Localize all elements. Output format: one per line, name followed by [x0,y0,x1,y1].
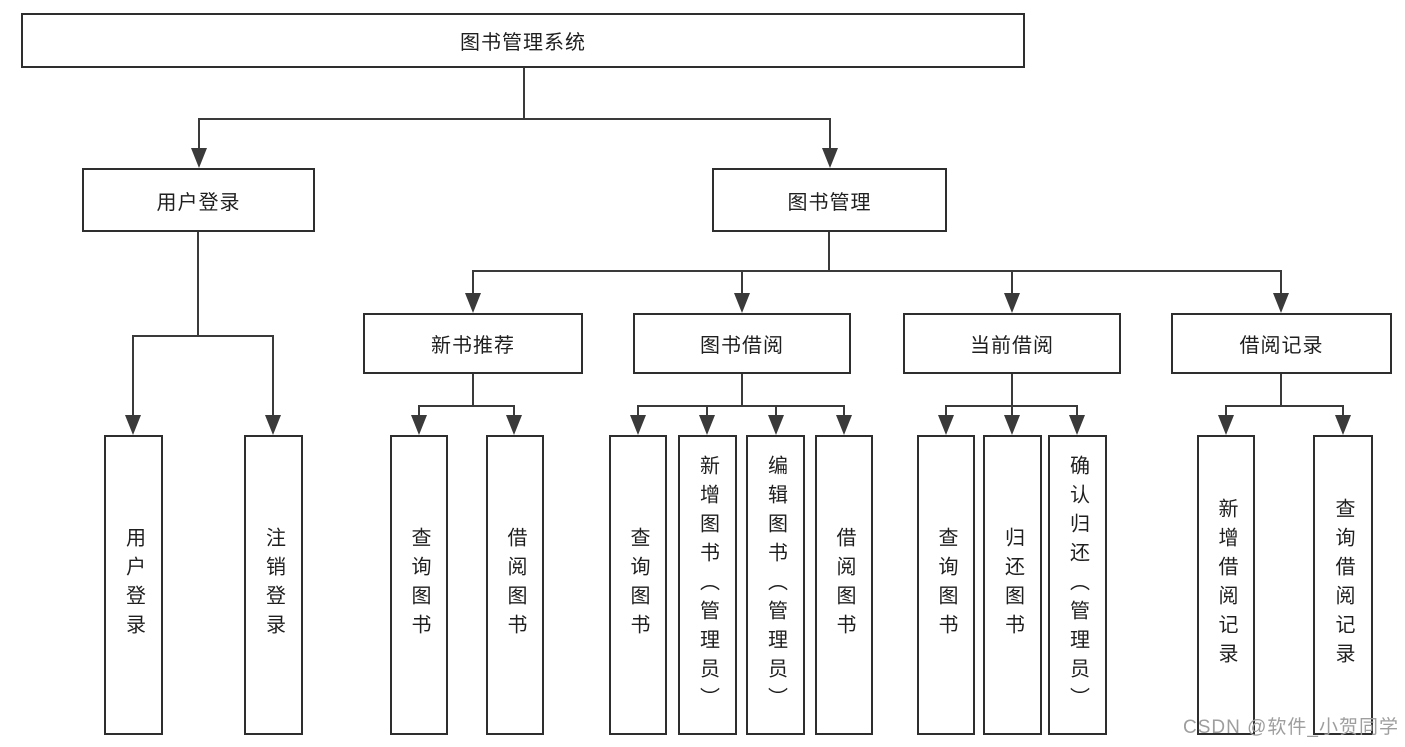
connector-line [472,270,474,295]
csdn-watermark: CSDN @软件_小贺同学 [1183,717,1399,738]
connector-line [132,335,134,417]
node-current-borrow-label: 当前借阅 [970,335,1054,357]
leaf-cb-return-book: 归还图书 [983,435,1042,735]
arrowhead-down-icon [822,148,838,168]
node-root-label: 图书管理系统 [460,32,586,54]
leaf-nbr-query-book-label: 查询图书 [408,527,430,643]
arrowhead-down-icon [938,415,954,435]
leaf-nbr-borrow-book-label: 借阅图书 [504,527,526,643]
arrowhead-down-icon [265,415,281,435]
leaf-bb-add-book-admin: 新增图书（管理员） [678,435,737,735]
connector-line [272,335,274,417]
leaf-br-query-record: 查询借阅记录 [1313,435,1373,735]
arrowhead-down-icon [125,415,141,435]
arrowhead-down-icon [1273,293,1289,313]
node-root: 图书管理系统 [21,13,1025,68]
connector-line [637,405,639,417]
connector-line [418,405,420,417]
arrowhead-down-icon [699,415,715,435]
connector-line [1342,405,1344,417]
connector-line [1011,405,1013,417]
leaf-nbr-query-book: 查询图书 [390,435,448,735]
arrowhead-down-icon [768,415,784,435]
arrowhead-down-icon [1218,415,1234,435]
leaf-cb-confirm-return-admin-label: 确认归还（管理员） [1066,454,1089,716]
leaf-logout: 注销登录 [244,435,303,735]
connector-line [472,270,1282,272]
leaf-cb-confirm-return-admin: 确认归还（管理员） [1048,435,1107,735]
connector-line [418,405,515,407]
leaf-bb-edit-book-admin: 编辑图书（管理员） [746,435,805,735]
connector-line [132,335,273,337]
arrowhead-down-icon [465,293,481,313]
leaf-bb-borrow-book-label: 借阅图书 [833,527,855,643]
connector-line [706,405,708,417]
connector-line [829,118,831,150]
arrowhead-down-icon [836,415,852,435]
connector-line [741,374,743,405]
leaf-cb-query-book: 查询图书 [917,435,975,735]
connector-line [775,405,777,417]
connector-line [472,374,474,405]
connector-line [197,232,199,335]
connector-line [637,405,845,407]
leaf-br-add-record: 新增借阅记录 [1197,435,1255,735]
node-new-book-recommend: 新书推荐 [363,313,583,374]
arrowhead-down-icon [1004,415,1020,435]
arrowhead-down-icon [1004,293,1020,313]
connector-line [198,118,831,120]
leaf-bb-edit-book-admin-label: 编辑图书（管理员） [764,454,787,716]
node-book-borrow: 图书借阅 [633,313,851,374]
connector-line [1225,405,1344,407]
connector-line [523,68,525,118]
node-book-mgmt-branch-label: 图书管理 [787,191,872,214]
connector-line [843,405,845,417]
node-borrow-record-label: 借阅记录 [1239,335,1324,357]
leaf-cb-query-book-label: 查询图书 [935,527,957,643]
connector-line [1280,270,1282,295]
leaf-br-add-record-label: 新增借阅记录 [1215,498,1237,672]
leaf-br-query-record-label: 查询借阅记录 [1332,498,1354,672]
connector-line [513,405,515,417]
node-current-borrow: 当前借阅 [903,313,1121,374]
arrowhead-down-icon [1069,415,1085,435]
node-borrow-record: 借阅记录 [1171,313,1392,374]
connector-line [828,232,830,270]
leaf-logout-label: 注销登录 [262,527,285,643]
arrowhead-down-icon [191,148,207,168]
arrowhead-down-icon [1335,415,1351,435]
connector-line [945,405,947,417]
node-user-login-branch-label: 用户登录 [156,191,241,214]
connector-line [1280,374,1282,405]
connector-line [198,118,200,150]
connector-line [1011,270,1013,295]
connector-line [741,270,743,295]
connector-line [1225,405,1227,417]
node-new-book-recommend-label: 新书推荐 [431,335,515,357]
leaf-nbr-borrow-book: 借阅图书 [486,435,544,735]
leaf-bb-add-book-admin-label: 新增图书（管理员） [696,454,719,716]
leaf-cb-return-book-label: 归还图书 [1001,527,1024,643]
arrowhead-down-icon [411,415,427,435]
node-user-login-branch: 用户登录 [82,168,315,232]
leaf-bb-query-book: 查询图书 [609,435,667,735]
leaf-bb-borrow-book: 借阅图书 [815,435,873,735]
arrowhead-down-icon [734,293,750,313]
node-book-borrow-label: 图书借阅 [700,335,784,357]
arrowhead-down-icon [630,415,646,435]
leaf-user-login-label: 用户登录 [122,527,145,643]
leaf-bb-query-book-label: 查询图书 [627,527,649,643]
node-book-mgmt-branch: 图书管理 [712,168,947,232]
arrowhead-down-icon [506,415,522,435]
connector-line [1011,374,1013,405]
connector-line [1076,405,1078,417]
leaf-user-login: 用户登录 [104,435,163,735]
